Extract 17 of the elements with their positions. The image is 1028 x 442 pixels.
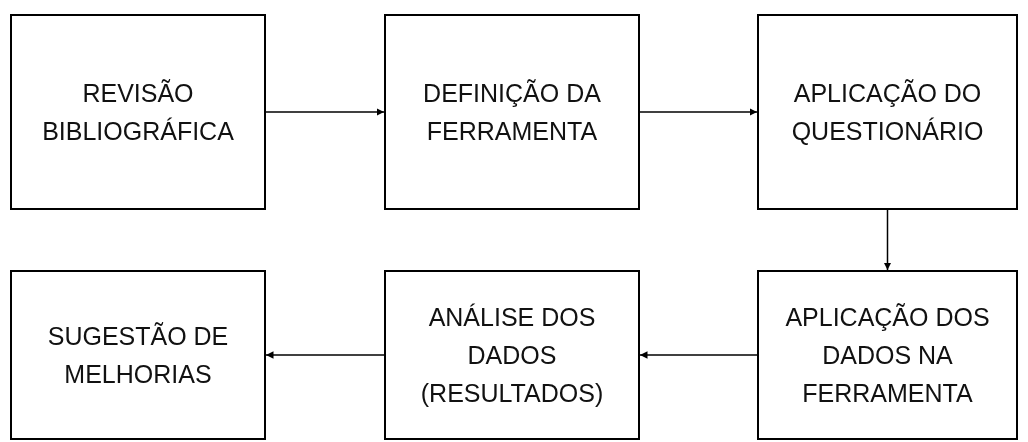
process-box (384, 14, 640, 210)
arrow (639, 108, 758, 116)
arrow (265, 108, 385, 116)
box-label: APLICAÇÃO DO QUESTIONÁRIO (790, 78, 985, 147)
box-label: APLICAÇÃO DOS DADOS NA FERRAMENTA (784, 302, 991, 409)
arrow (265, 351, 385, 359)
arrow (883, 209, 892, 271)
process-box (10, 14, 266, 210)
process-box (757, 14, 1018, 210)
process-box (10, 270, 266, 440)
process-box (757, 270, 1018, 440)
box-label: REVISÃO BIBLIOGRÁFICA (41, 78, 235, 147)
process-box (384, 270, 640, 440)
box-label: DEFINIÇÃO DA FERRAMENTA (422, 78, 602, 147)
box-label: SUGESTÃO DE MELHORIAS (46, 321, 230, 390)
box-label: ANÁLISE DOS DADOS (RESULTADOS) (419, 302, 605, 409)
arrow (639, 351, 758, 359)
